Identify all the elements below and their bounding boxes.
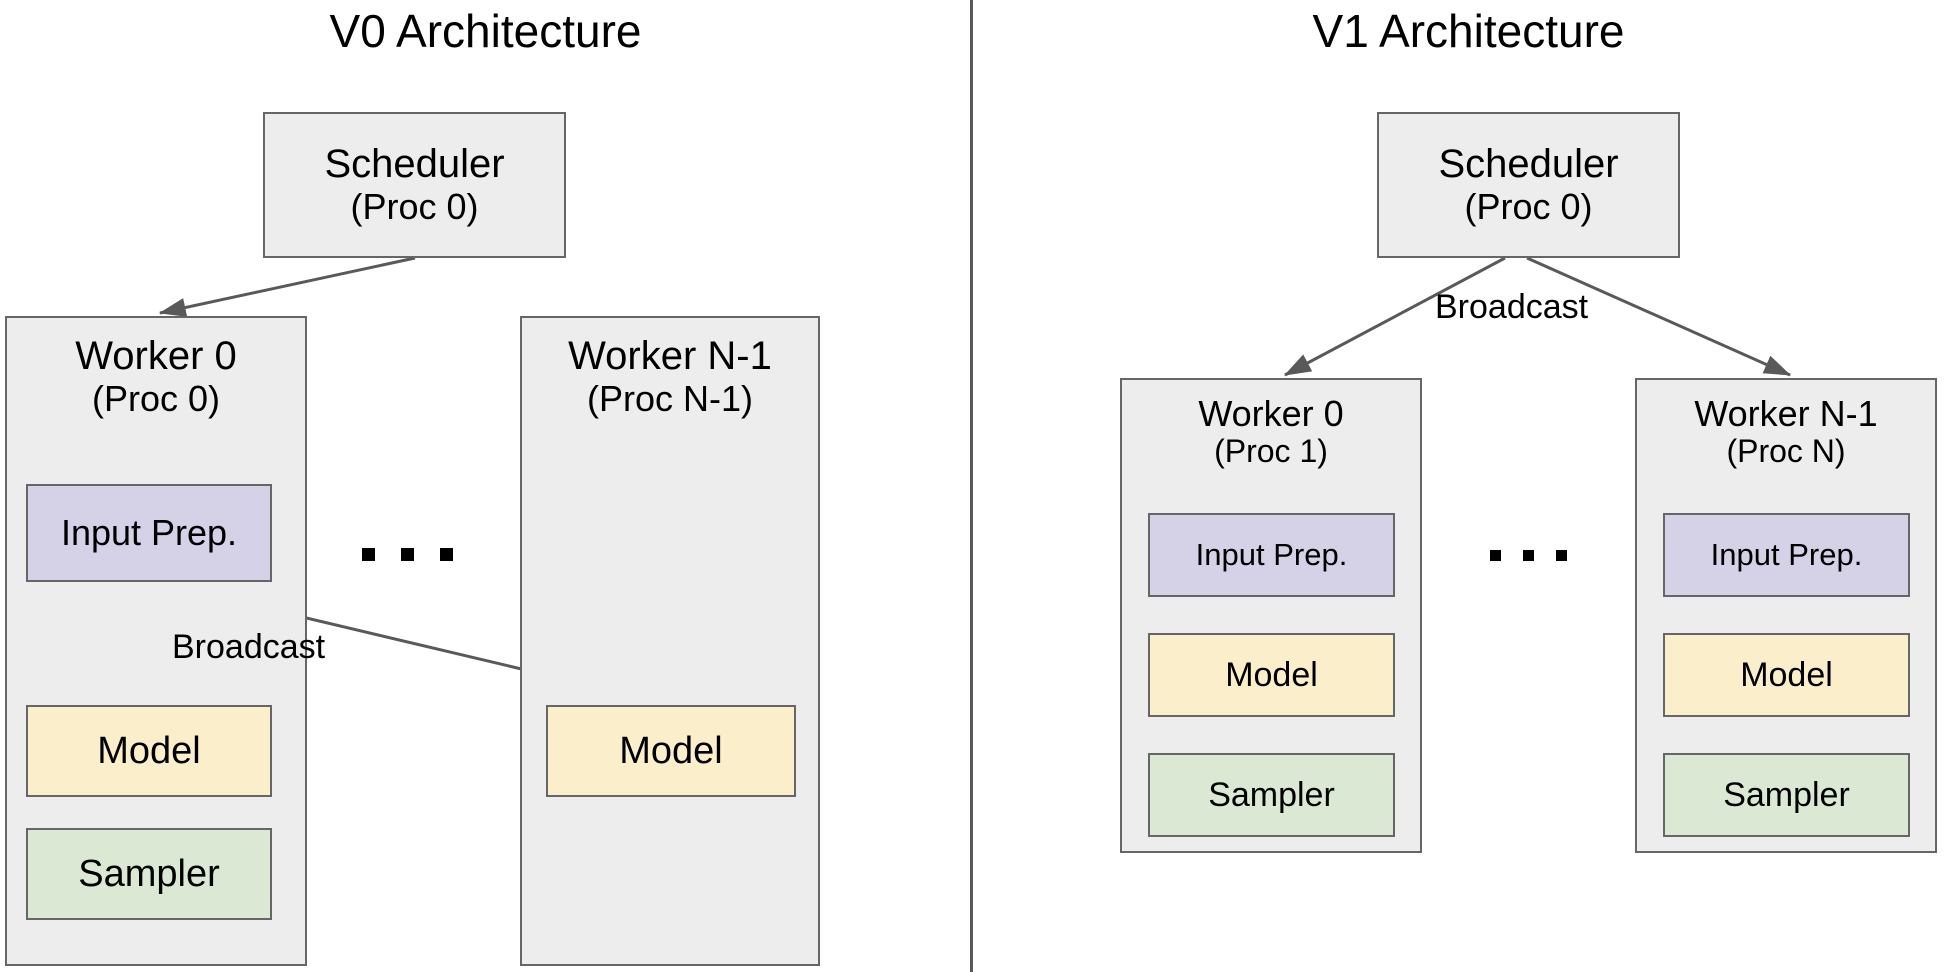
v0-worker0-model-box[interactable]: Model <box>26 705 272 797</box>
v1-broadcast-label: Broadcast <box>1435 288 1589 326</box>
v0-workerN-model-label: Model <box>619 729 723 772</box>
v0-worker0-model-label: Model <box>97 729 201 772</box>
v1-worker-ellipsis <box>1490 550 1567 561</box>
v1-scheduler-box[interactable]: Scheduler (Proc 0) <box>1377 112 1680 258</box>
v0-workerN-box[interactable]: Worker N-1 (Proc N-1) <box>520 316 820 966</box>
ellipsis-dot <box>1523 550 1534 561</box>
v1-workerN-input-prep-box[interactable]: Input Prep. <box>1663 513 1910 597</box>
v1-scheduler-proc: (Proc 0) <box>1464 186 1593 228</box>
v1-worker0-model-box[interactable]: Model <box>1148 633 1395 717</box>
v1-worker0-input-prep-label: Input Prep. <box>1195 536 1348 572</box>
ellipsis-dot <box>401 548 414 561</box>
v1-scheduler-title: Scheduler <box>1438 142 1619 187</box>
v1-workerN-sampler-box[interactable]: Sampler <box>1663 753 1910 837</box>
v1-worker0-model-label: Model <box>1225 655 1318 694</box>
v0-panel-title: V0 Architecture <box>329 5 642 57</box>
v1-workerN-proc: (Proc N) <box>1726 433 1846 470</box>
v1-workerN-model-label: Model <box>1740 655 1833 694</box>
ellipsis-dot <box>1556 550 1567 561</box>
v1-worker0-sampler-label: Sampler <box>1208 775 1335 814</box>
v0-worker-ellipsis <box>362 548 453 561</box>
v0-worker0-input-prep-label: Input Prep. <box>60 511 238 553</box>
v0-worker0-title: Worker 0 <box>75 334 237 378</box>
v0-scheduler-proc: (Proc 0) <box>350 186 479 228</box>
v0-workerN-model-box[interactable]: Model <box>546 705 796 797</box>
v1-workerN-model-box[interactable]: Model <box>1663 633 1910 717</box>
v0-worker0-sampler-box[interactable]: Sampler <box>26 828 272 920</box>
v1-workerN-title: Worker N-1 <box>1694 393 1878 434</box>
v0-scheduler-box[interactable]: Scheduler (Proc 0) <box>263 112 566 258</box>
v1-worker0-title: Worker 0 <box>1198 393 1344 434</box>
v0-worker0-input-prep-box[interactable]: Input Prep. <box>26 484 272 582</box>
v1-worker0-sampler-box[interactable]: Sampler <box>1148 753 1395 837</box>
v0-worker0-proc: (Proc 0) <box>91 377 221 419</box>
v0-worker0-sampler-label: Sampler <box>78 852 220 895</box>
ellipsis-dot <box>1490 550 1501 561</box>
v0-workerN-title: Worker N-1 <box>568 334 772 378</box>
v1-workerN-input-prep-label: Input Prep. <box>1710 536 1863 572</box>
v0-broadcast-label: Broadcast <box>172 628 326 666</box>
edge-v0-scheduler-to-worker0 <box>158 256 416 317</box>
v0-workerN-proc: (Proc N-1) <box>586 377 753 419</box>
v1-workerN-sampler-label: Sampler <box>1723 775 1850 814</box>
v1-worker0-proc: (Proc 1) <box>1214 433 1328 470</box>
ellipsis-dot <box>440 548 453 561</box>
v1-panel-title: V1 Architecture <box>1312 5 1625 57</box>
v1-worker0-input-prep-box[interactable]: Input Prep. <box>1148 513 1395 597</box>
v0-scheduler-title: Scheduler <box>324 142 505 187</box>
ellipsis-dot <box>362 548 375 561</box>
panel-divider <box>970 0 973 972</box>
